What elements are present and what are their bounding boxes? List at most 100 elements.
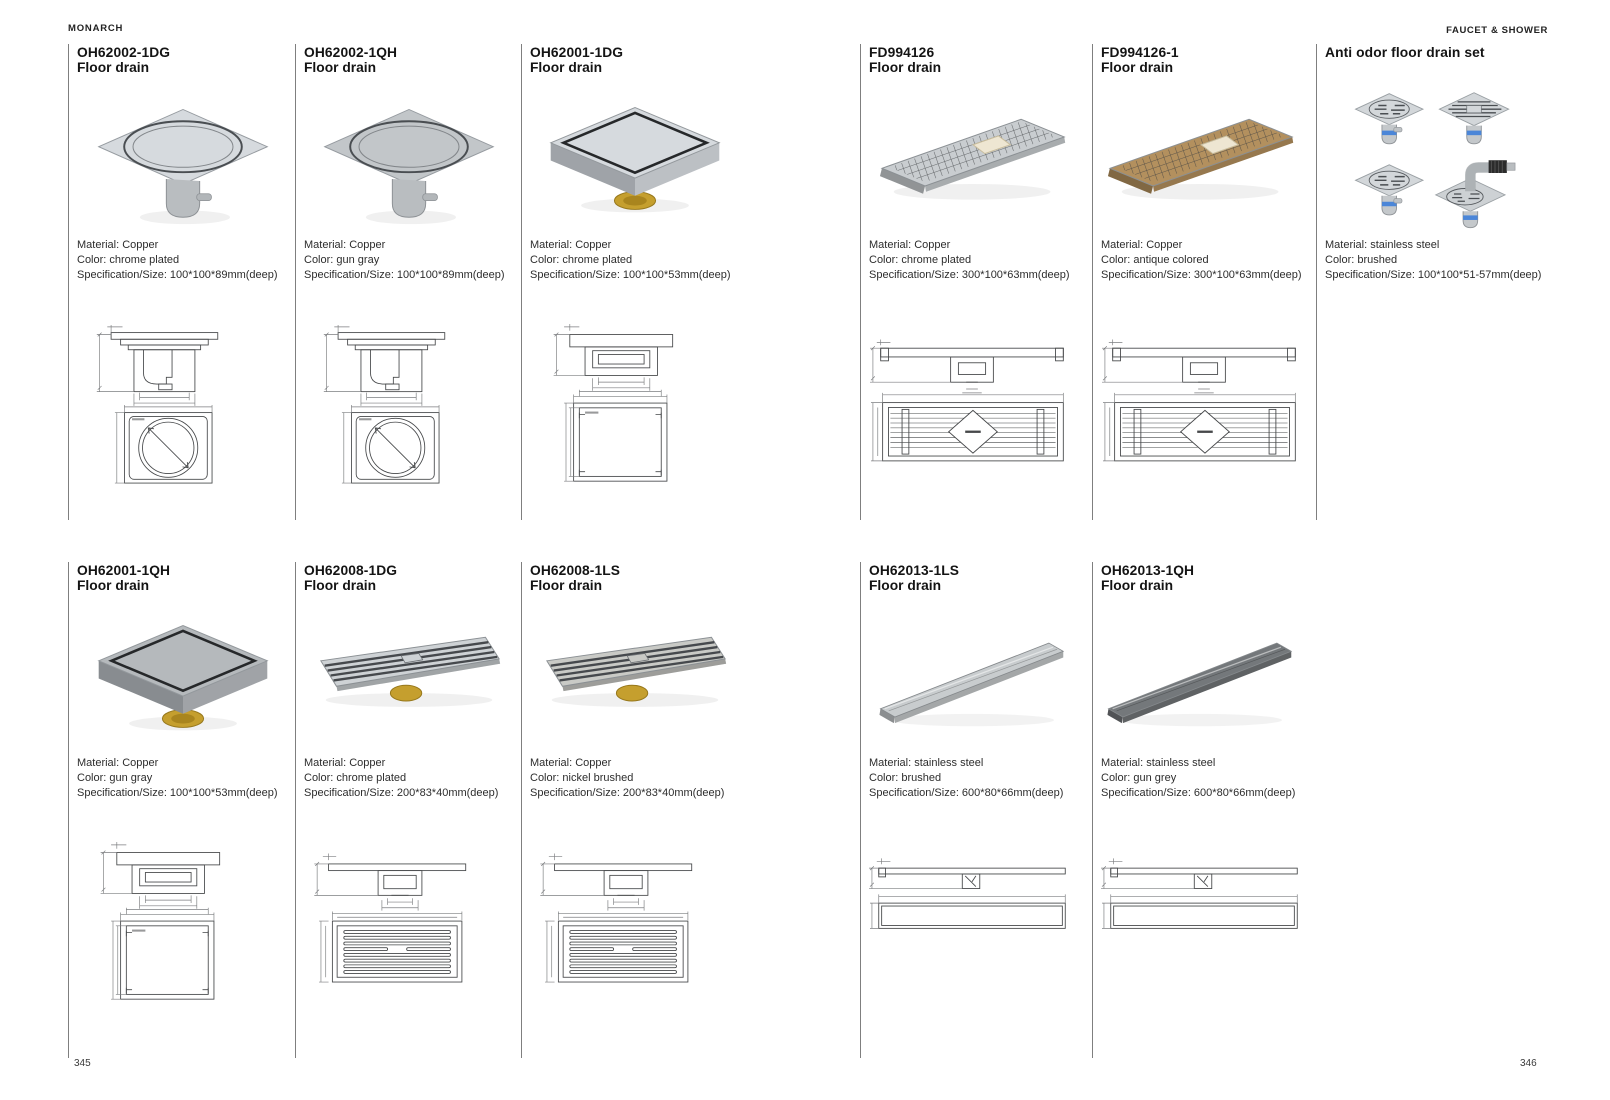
product-type: Floor drain [1101,578,1174,593]
technical-drawing [1097,321,1311,491]
product-material: Material: stainless steel [1325,239,1440,251]
product-material: Material: stainless steel [1101,757,1216,769]
product-color: Color: nickel brushed [530,772,634,785]
product-size: Specification/Size: 100*100*89mm(deep) [77,269,278,282]
technical-drawing [1097,839,1311,1009]
product-material: Material: Copper [77,757,159,769]
product-color: Color: chrome plated [304,772,407,785]
technical-drawing [73,321,273,488]
product-material: Material: stainless steel [869,757,984,769]
floor-drain-photo-graphic [537,602,733,749]
technical-drawing [300,321,500,488]
floor-drain-photo-graphic [311,84,507,231]
floor-drain-photo-graphic [874,602,1080,756]
product-model: FD994126 [869,45,935,60]
product-photo [296,84,522,234]
product-specs: Material: stainless steel Color: brushed… [869,756,1089,802]
brand-label: MONARCH [68,23,124,34]
product-type: Floor drain [77,60,150,75]
product-material: Material: Copper [530,757,612,769]
anti-odor-set-photo-graphic [1337,80,1529,235]
product-model: OH62001-1QH [77,563,171,578]
product-photo [296,602,522,752]
floor-drain-photo-graphic [1102,602,1308,756]
product-color: Color: gun gray [77,772,153,785]
technical-drawing-graphic [1097,321,1311,491]
technical-drawing-graphic [865,839,1079,1009]
product-photo [69,84,296,234]
technical-drawing-graphic [73,321,273,488]
product-color: Color: chrome plated [77,254,180,267]
product-card-oh62008-1dg: OH62008-1DG Floor drain Material: Copper… [295,562,522,1058]
product-size: Specification/Size: 300*100*63mm(deep) [869,269,1070,282]
technical-drawing-graphic [526,839,726,1006]
product-photo [69,602,296,752]
floor-drain-photo-graphic [874,84,1080,231]
product-model: OH62008-1DG [304,563,398,578]
product-model: Anti odor floor drain set [1325,45,1485,60]
product-card-oh62013-1ls: OH62013-1LS Floor drain Material: stainl… [860,562,1093,1058]
floor-drain-photo-graphic [311,602,507,749]
product-type: Floor drain [1101,60,1174,75]
page-number-left: 345 [74,1058,91,1069]
product-photo [522,602,747,752]
product-size: Specification/Size: 100*100*89mm(deep) [304,269,505,282]
product-color: Color: brushed [1325,254,1398,267]
product-photo [861,84,1093,234]
product-size: Specification/Size: 200*83*40mm(deep) [530,787,725,800]
technical-drawing [865,321,1079,491]
product-material: Material: Copper [530,239,612,251]
product-size: Specification/Size: 100*100*51-57mm(deep… [1325,269,1542,282]
product-specs: Material: Copper Color: chrome plated Sp… [530,238,743,284]
product-model: OH62002-1DG [77,45,171,60]
floor-drain-photo-graphic [537,84,733,231]
floor-drain-photo-graphic [85,84,281,231]
product-photo [1093,602,1317,752]
product-material: Material: Copper [869,239,951,251]
product-model: OH62013-1LS [869,563,960,578]
product-type: Floor drain [530,578,603,593]
product-card-oh62008-1ls: OH62008-1LS Floor drain Material: Copper… [521,562,747,1058]
product-photo [522,84,747,234]
product-type: Floor drain [77,578,150,593]
technical-drawing-graphic [300,321,500,488]
product-specs: Material: stainless steel Color: gun gre… [1101,756,1313,802]
product-card-oh62002-1dg: OH62002-1DG Floor drain Material: Copper… [68,44,296,520]
product-material: Material: Copper [77,239,159,251]
product-specs: Material: Copper Color: chrome plated Sp… [77,238,292,284]
product-size: Specification/Size: 200*83*40mm(deep) [304,787,499,800]
technical-drawing-graphic [1097,839,1311,1009]
product-specs: Material: Copper Color: gun gray Specifi… [304,238,518,284]
product-specs: Material: Copper Color: antique colored … [1101,238,1313,284]
category-label: FAUCET & SHOWER [1446,25,1548,36]
product-color: Color: chrome plated [530,254,633,267]
technical-drawing [526,839,726,1006]
product-specs: Material: Copper Color: nickel brushed S… [530,756,743,802]
product-type: Floor drain [304,60,377,75]
product-size: Specification/Size: 600*80*66mm(deep) [1101,787,1296,800]
product-photo [861,602,1093,752]
product-card-oh62002-1qh: OH62002-1QH Floor drain Material: Copper… [295,44,522,520]
product-type: Floor drain [530,60,603,75]
technical-drawing-graphic [300,839,500,1006]
product-card-oh62001-1qh: OH62001-1QH Floor drain Material: Copper… [68,562,296,1058]
product-specs: Material: Copper Color: chrome plated Sp… [304,756,518,802]
product-model: OH62008-1LS [530,563,621,578]
product-material: Material: Copper [1101,239,1183,251]
product-model: OH62013-1QH [1101,563,1195,578]
floor-drain-photo-graphic [1102,84,1308,231]
product-color: Color: chrome plated [869,254,972,267]
technical-drawing [73,839,273,1006]
floor-drain-photo-graphic [85,602,281,749]
product-type: Floor drain [869,60,942,75]
product-card-fd994126-1: FD994126-1 Floor drain Material: Copper … [1092,44,1317,520]
technical-drawing [300,839,500,1006]
product-size: Specification/Size: 100*100*53mm(deep) [530,269,731,282]
product-model: FD994126-1 [1101,45,1179,60]
product-size: Specification/Size: 100*100*53mm(deep) [77,787,278,800]
technical-drawing-graphic [526,321,726,488]
product-size: Specification/Size: 600*80*66mm(deep) [869,787,1064,800]
product-model: OH62002-1QH [304,45,398,60]
product-specs: Material: stainless steel Color: brushed… [1325,238,1545,284]
